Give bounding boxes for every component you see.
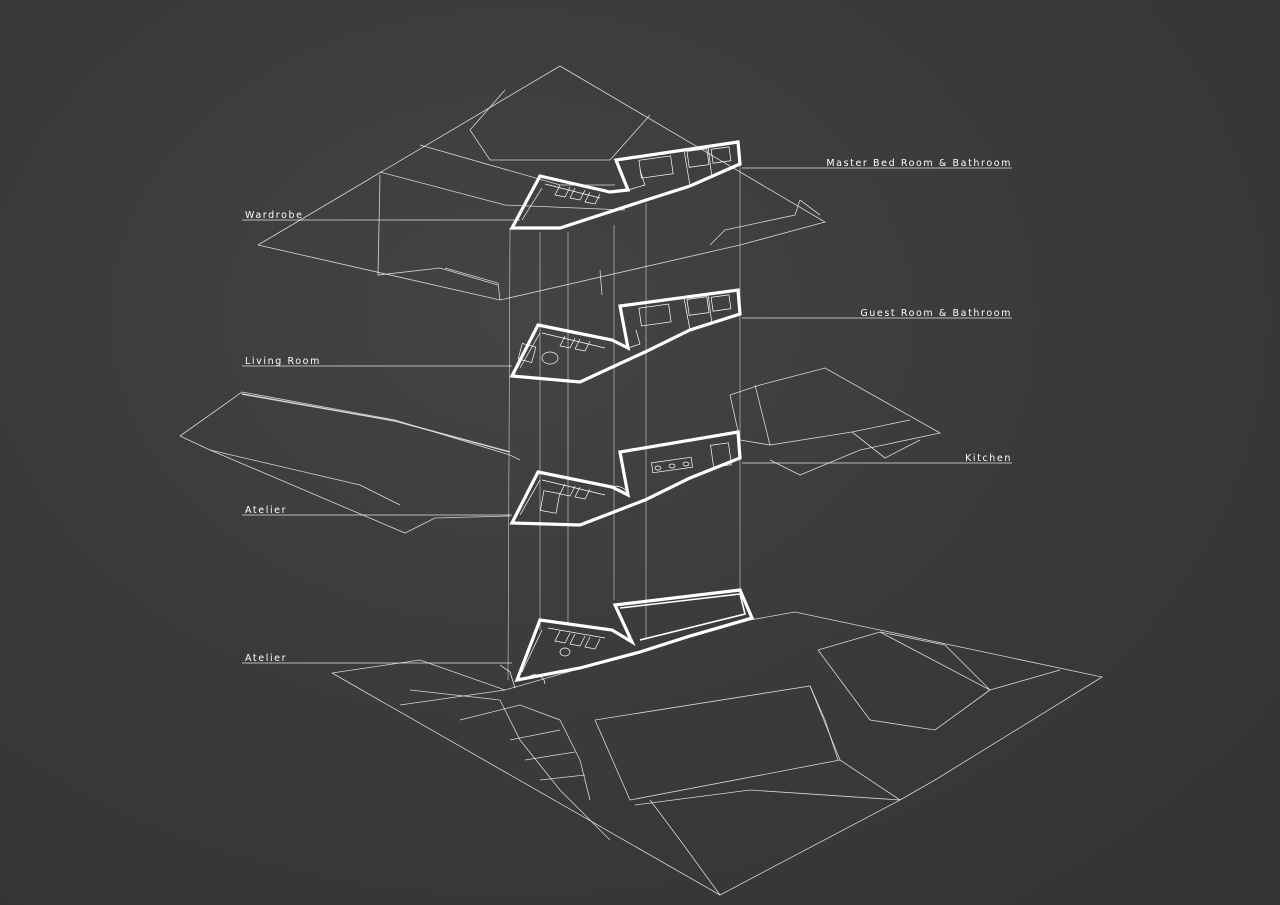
projection-lines xyxy=(507,160,741,681)
floor-plan-guest-level xyxy=(509,288,742,384)
floor-plan-ground-level xyxy=(499,588,755,689)
label-living-room-text: Living Room xyxy=(245,356,321,367)
label-wardrobe: Wardrobe xyxy=(242,210,520,221)
middle-site-context xyxy=(179,367,942,534)
label-master-bedroom-text: Master Bed Room & Bathroom xyxy=(826,158,1012,169)
label-kitchen: Kitchen xyxy=(742,453,1012,464)
label-guest-room: Guest Room & Bathroom xyxy=(742,308,1012,319)
top-site-context xyxy=(257,65,827,301)
label-living-room: Living Room xyxy=(242,356,512,367)
label-atelier-upper-text: Atelier xyxy=(245,505,287,516)
label-atelier-lower-text: Atelier xyxy=(245,653,287,664)
floor-plan-master-level xyxy=(509,140,742,230)
label-atelier-upper: Atelier xyxy=(242,505,512,516)
label-wardrobe-text: Wardrobe xyxy=(245,210,304,221)
label-atelier-lower: Atelier xyxy=(242,653,512,664)
label-master-bedroom: Master Bed Room & Bathroom xyxy=(742,158,1012,169)
bottom-site-context xyxy=(331,611,1104,896)
label-guest-room-text: Guest Room & Bathroom xyxy=(860,308,1012,319)
floor-plan-kitchen-level xyxy=(509,430,742,527)
label-kitchen-text: Kitchen xyxy=(965,453,1012,464)
